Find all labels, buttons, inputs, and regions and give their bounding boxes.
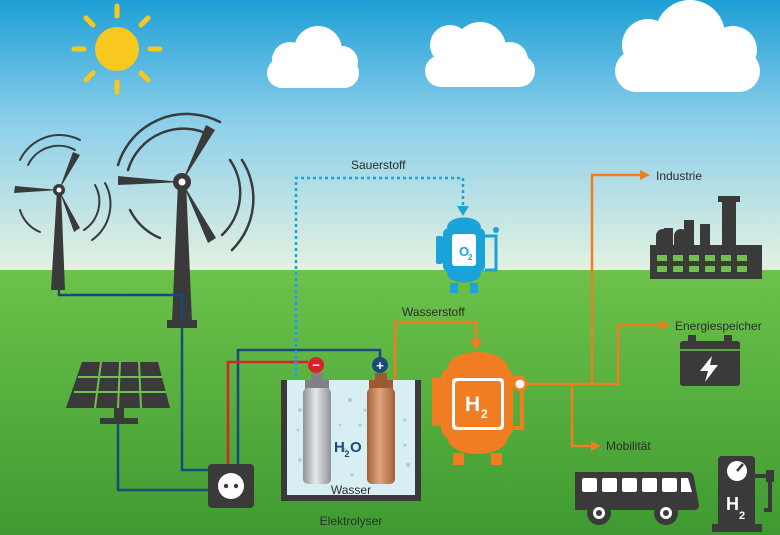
label-industrie: Industrie [656, 169, 702, 183]
hydrogen-flow-line [393, 320, 478, 395]
oxygen-flow-arrow [457, 206, 469, 216]
o2-formula-subscript: 2 [468, 253, 473, 262]
label-elektrolyser: Elektrolyser [320, 514, 383, 528]
distribution-lines [522, 173, 662, 448]
oxygen-flow-line [294, 176, 465, 395]
label-wasser: Wasser [331, 483, 371, 497]
wind-turbine-icon [116, 112, 255, 328]
solar-panel-icon [66, 361, 170, 424]
arrow-industrie [640, 170, 650, 180]
h2-formula-subscript: 2 [481, 407, 488, 421]
arrow-mobilitaet [591, 441, 601, 451]
electrolyser-tank-icon[interactable] [281, 357, 421, 501]
hydrogen-fuel-station-icon [712, 456, 774, 532]
bus-icon [575, 472, 699, 525]
battery-icon [680, 335, 740, 386]
label-energiespeicher: Energiespeicher [675, 319, 762, 333]
o2-formula-main: O [459, 244, 469, 259]
power-line-negative [226, 360, 308, 466]
arrow-energiespeicher [660, 320, 670, 330]
minus-terminal-label: − [312, 358, 320, 373]
power-line [57, 290, 382, 492]
label-mobilitaet: Mobilität [606, 439, 651, 453]
sun-icon [71, 3, 163, 95]
cloud-icon [615, 0, 760, 92]
power-socket-icon[interactable] [208, 464, 254, 508]
h2o-formula-subscript: 2 [345, 449, 350, 459]
station-formula-subscript: 2 [739, 510, 745, 522]
h2-formula-main: H [465, 393, 480, 416]
cloud-icon [425, 22, 535, 87]
hydrogen-flow-arrow [470, 340, 482, 350]
wind-turbine-icon [14, 134, 112, 290]
label-sauerstoff: Sauerstoff [351, 158, 406, 172]
h2o-formula-o: O [350, 439, 362, 456]
station-formula-main: H [726, 494, 739, 514]
oxygen-tank-icon [436, 217, 499, 293]
hydrogen-tank-icon [432, 352, 528, 465]
plus-terminal-label: + [376, 358, 384, 373]
label-wasserstoff: Wasserstoff [402, 305, 465, 319]
cloud-icon [267, 26, 359, 88]
factory-icon [650, 196, 762, 279]
h2o-formula-h: H [334, 439, 345, 456]
